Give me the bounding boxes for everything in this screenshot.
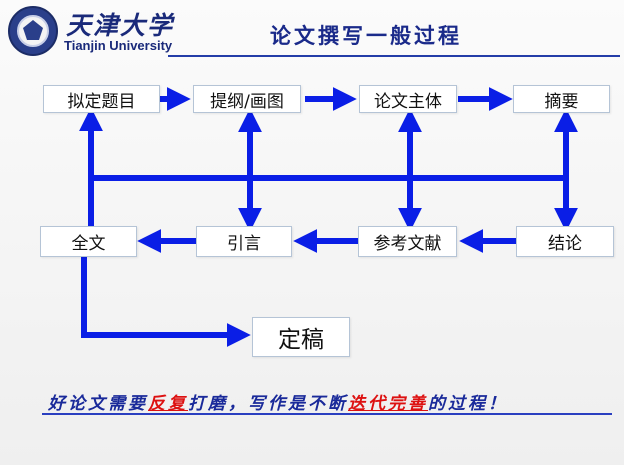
box-full-text: 全文: [40, 226, 137, 257]
title-divider: [168, 55, 620, 57]
box-paper-body: 论文主体: [359, 85, 457, 113]
caption-part-1: 好论文需要: [48, 394, 148, 414]
box-outline-figures: 提纲/画图: [193, 85, 301, 113]
caption-highlight-iterate: 迭代完善: [348, 394, 428, 414]
slide-title: 论文撰写一般过程: [270, 24, 462, 48]
caption-part-5: 的过程！: [428, 394, 508, 414]
box-abstract: 摘要: [513, 85, 610, 113]
arrow-full-to-final: [81, 257, 251, 347]
university-seal-logo: [8, 6, 58, 56]
box-references: 参考文献: [358, 226, 457, 257]
box-introduction: 引言: [196, 226, 292, 257]
box-final-draft: 定稿: [252, 317, 350, 357]
caption-highlight-repeated: 反复: [148, 394, 188, 414]
caption: 好论文需要反复打磨，写作是不断迭代完善的过程！: [48, 389, 508, 414]
logo-chinese-name: 天津大学: [66, 11, 175, 40]
caption-part-3: 打磨，写作是不断: [188, 394, 348, 414]
logo-english-name: Tianjin University: [64, 38, 173, 53]
caption-underline: [42, 413, 612, 415]
box-conclusion: 结论: [516, 226, 614, 257]
box-draft-topic: 拟定题目: [43, 85, 160, 113]
